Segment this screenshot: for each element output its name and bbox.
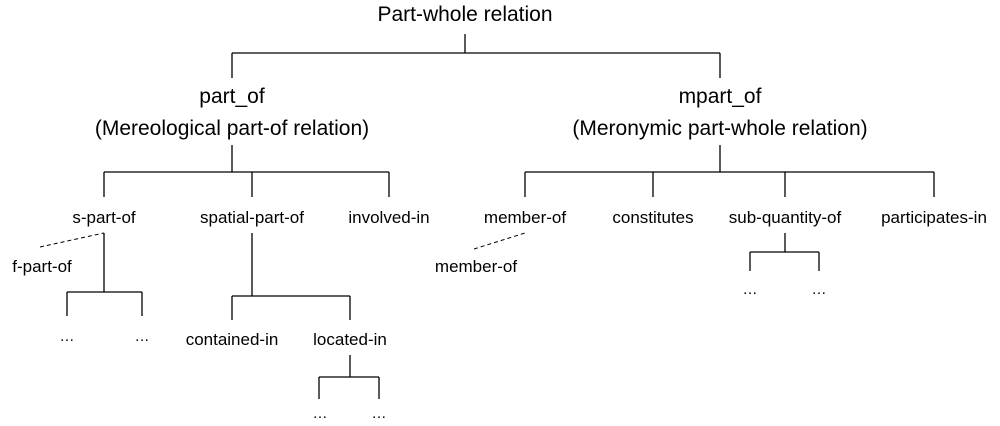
f-part-of-child-2-ellipsis: … xyxy=(135,328,150,345)
f-part-of-child-1-ellipsis: … xyxy=(60,328,75,345)
sub-quantity-of-label: sub-quantity-of xyxy=(729,208,842,227)
involved-in-label: involved-in xyxy=(348,208,429,227)
mpart-of-description: (Meronymic part-whole relation) xyxy=(572,117,867,140)
contained-in-label: contained-in xyxy=(186,330,279,349)
member-of-label: member-of xyxy=(484,208,566,227)
participates-in-label: participates-in xyxy=(881,208,987,227)
member-of-variant-label: member-of xyxy=(435,257,517,276)
spatial-part-of-label: spatial-part-of xyxy=(200,208,304,227)
sub-quantity-child-2-ellipsis: … xyxy=(812,281,827,298)
f-part-of-label: f-part-of xyxy=(12,257,72,276)
located-in-child-2-ellipsis: … xyxy=(372,405,387,422)
mpart-of-label: mpart_of xyxy=(679,85,762,108)
part-of-description: (Mereological part-of relation) xyxy=(95,117,369,140)
constitutes-label: constitutes xyxy=(612,208,693,227)
part-of-label: part_of xyxy=(199,85,265,108)
s-part-of-variant-dashed-link xyxy=(39,232,105,248)
sub-quantity-child-1-ellipsis: … xyxy=(743,281,758,298)
located-in-label: located-in xyxy=(313,330,387,349)
located-in-child-1-ellipsis: … xyxy=(313,405,328,422)
root-label: Part-whole relation xyxy=(377,3,552,26)
member-of-variant-dashed-link xyxy=(473,232,526,250)
s-part-of-label: s-part-of xyxy=(72,208,136,227)
